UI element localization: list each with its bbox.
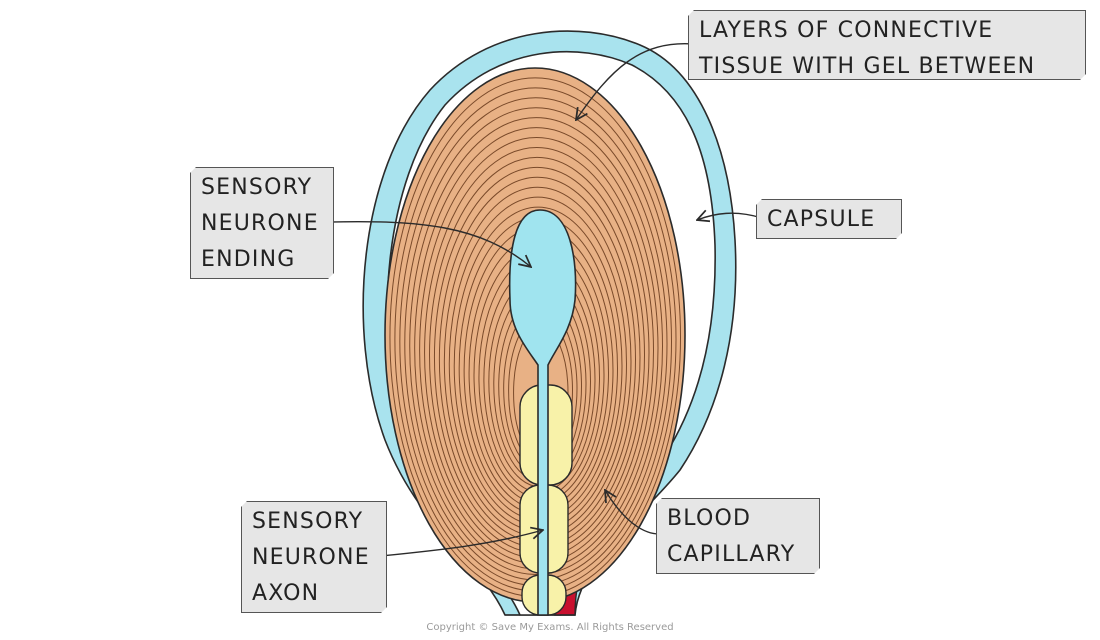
label-line: CAPSULE: [767, 207, 876, 232]
label-line: NEURONE: [201, 211, 319, 236]
label-blood-capillary: BLOOD CAPILLARY: [656, 498, 820, 574]
leader-lines: [327, 42, 763, 557]
label-line: AXON: [252, 581, 320, 606]
label-layers-of-connective-tissue: LAYERS OF CONNECTIVE TISSUE WITH GEL BET…: [688, 10, 1086, 80]
label-line: LAYERS OF CONNECTIVE: [699, 18, 994, 43]
arrow-capillary: [605, 490, 662, 535]
sensory-neurone-ending: [508, 209, 577, 616]
label-line: NEURONE: [252, 545, 370, 570]
label-line: SENSORY: [201, 175, 313, 200]
copyright-notice: Copyright © Save My Exams. All Rights Re…: [426, 622, 674, 633]
label-line: TISSUE WITH GEL BETWEEN: [699, 54, 1036, 79]
arrow-capsule: [697, 213, 763, 220]
label-line: CAPILLARY: [667, 542, 796, 567]
label-line: SENSORY: [252, 509, 364, 534]
arrow-axon: [380, 530, 543, 557]
arrow-ending: [327, 220, 531, 267]
label-sensory-neurone-axon: SENSORY NEURONE AXON: [241, 501, 387, 613]
label-line: BLOOD: [667, 506, 752, 531]
label-capsule: CAPSULE: [756, 199, 902, 239]
label-sensory-neurone-ending: SENSORY NEURONE ENDING: [190, 167, 334, 279]
arrow-layers: [576, 42, 695, 120]
label-line: ENDING: [201, 247, 296, 272]
lamella-ring: [409, 117, 663, 576]
